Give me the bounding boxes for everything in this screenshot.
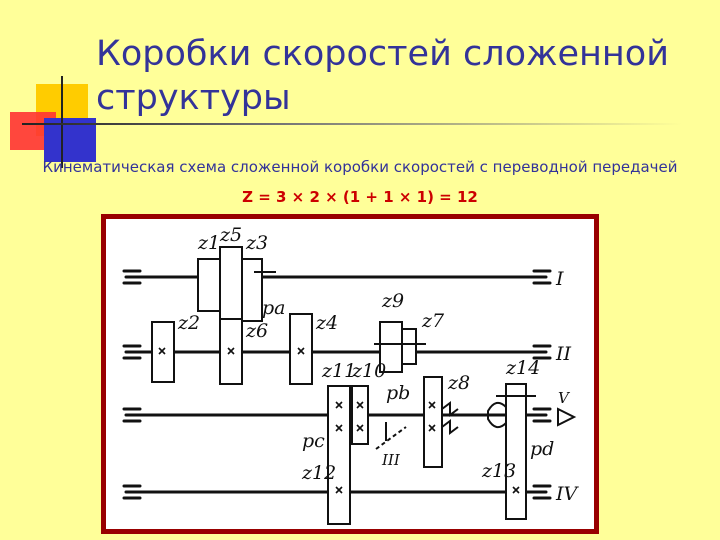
slide-title: Коробки скоростей сложенной структуры <box>96 34 669 118</box>
label-pb: pb <box>386 382 410 404</box>
label-z13: z13 <box>481 460 516 482</box>
decor-blue-square <box>44 118 96 162</box>
label-shaft-V: V <box>558 389 571 407</box>
label-shaft-II: II <box>555 343 572 365</box>
gear-z10 <box>351 385 369 445</box>
label-z4: z4 <box>315 312 338 334</box>
gear-z1 <box>197 258 221 312</box>
label-pc: pc <box>302 430 325 452</box>
label-shaft-IV: IV <box>555 483 580 505</box>
kinematic-diagram: z1 z5 z3 pa z2 z6 z4 z9 z7 z11 z10 pb z8… <box>101 214 599 534</box>
label-pa: pa <box>262 297 286 319</box>
gear-z7 <box>401 328 417 365</box>
label-pd: pd <box>530 438 554 460</box>
slide-subtitle: Кинематическая схема сложенной коробки с… <box>42 158 678 176</box>
label-z14: z14 <box>505 357 540 379</box>
speed-count-formula: Z = 3 × 2 × (1 + 1 × 1) = 12 <box>242 188 478 206</box>
label-z12: z12 <box>301 462 336 484</box>
decor-vertical-line <box>61 76 63 168</box>
clutch-half <box>487 401 507 429</box>
label-z5: z5 <box>219 224 242 246</box>
clutch-teeth <box>441 401 459 435</box>
label-shaft-III: III <box>381 451 401 469</box>
label-z11: z11 <box>321 360 356 382</box>
label-z10: z10 <box>351 360 386 382</box>
gear-z8 <box>423 376 443 468</box>
label-z7: z7 <box>421 310 445 332</box>
gear-z3 <box>241 258 263 322</box>
label-z1: z1 <box>197 232 220 254</box>
decor-horizontal-line <box>22 123 682 125</box>
kinematic-diagram-svg: z1 z5 z3 pa z2 z6 z4 z9 z7 z11 z10 pb z8… <box>122 224 580 525</box>
label-z8: z8 <box>447 372 470 394</box>
label-z9: z9 <box>381 290 404 312</box>
label-z3: z3 <box>245 232 268 254</box>
gear-z4 <box>289 313 313 385</box>
label-z2: z2 <box>177 312 200 334</box>
label-z6: z6 <box>245 320 268 342</box>
output-cone <box>557 407 577 427</box>
label-shaft-I: I <box>555 268 564 290</box>
gear-z14 <box>505 383 527 520</box>
gear-z11 <box>327 385 351 525</box>
